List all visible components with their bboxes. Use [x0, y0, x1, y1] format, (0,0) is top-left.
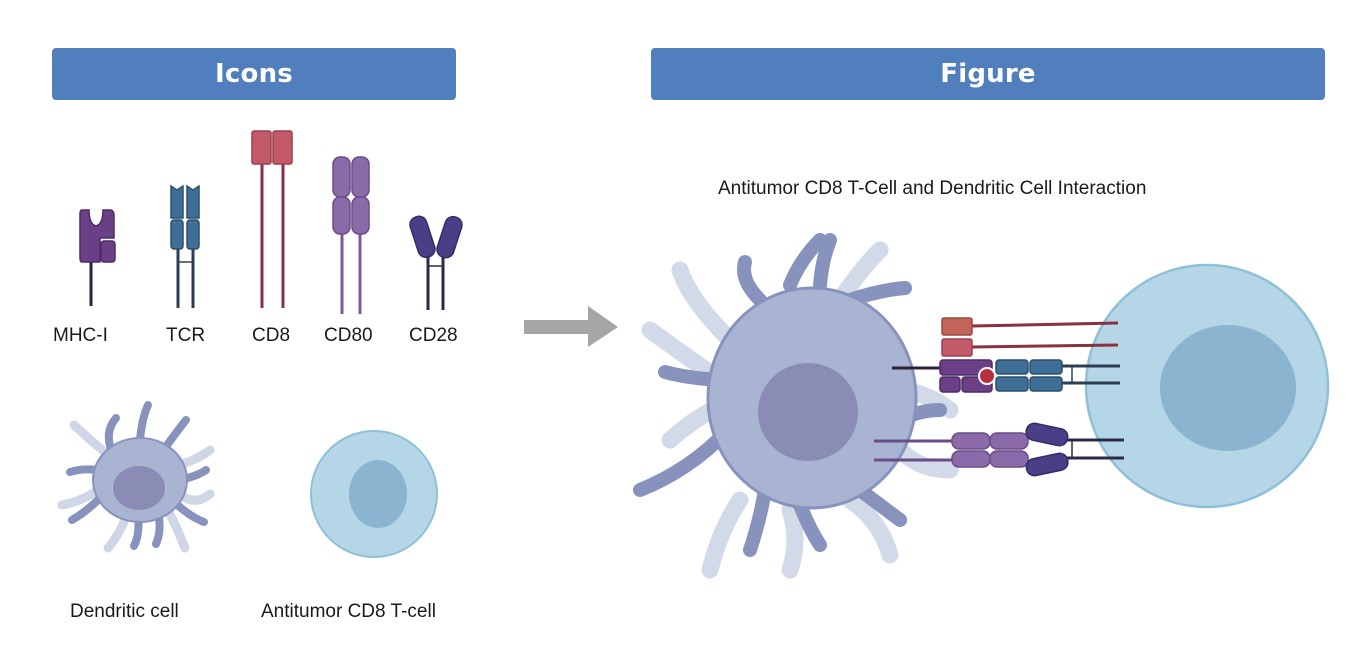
figure-caption: Antitumor CD8 T-Cell and Dendritic Cell … — [718, 178, 1147, 199]
figure-t-cell — [1084, 263, 1330, 509]
mhc1-icon — [79, 209, 116, 306]
figure-panel-header: Figure — [651, 48, 1325, 100]
t-cell-label: Antitumor CD8 T-cell — [261, 601, 436, 622]
tcr-label: TCR — [166, 325, 206, 346]
cd28-label: CD28 — [409, 325, 458, 346]
cd80-label: CD80 — [324, 325, 373, 346]
figure-dendritic-cell — [633, 233, 959, 579]
figure-cd80-cd28-complex — [874, 422, 1124, 477]
figure-cd8 — [941, 317, 1119, 357]
icons-panel-title: Icons — [215, 59, 293, 89]
tcr-icon — [170, 184, 200, 308]
icons-panel-header: Icons — [52, 48, 456, 100]
cd8-icon — [251, 130, 293, 308]
cd28-icon — [409, 215, 463, 310]
cd80-icon — [332, 156, 370, 314]
cd8-label: CD8 — [252, 325, 291, 346]
figure-panel-title: Figure — [940, 59, 1036, 89]
dendritic-cell-label: Dendritic cell — [70, 601, 179, 622]
figure-mhc-tcr-complex — [892, 359, 1120, 393]
t-cell-icon — [310, 430, 438, 558]
mhc1-label: MHC-I — [53, 325, 108, 346]
transition-arrow-icon — [524, 306, 618, 347]
dendritic-cell-icon — [57, 401, 215, 553]
